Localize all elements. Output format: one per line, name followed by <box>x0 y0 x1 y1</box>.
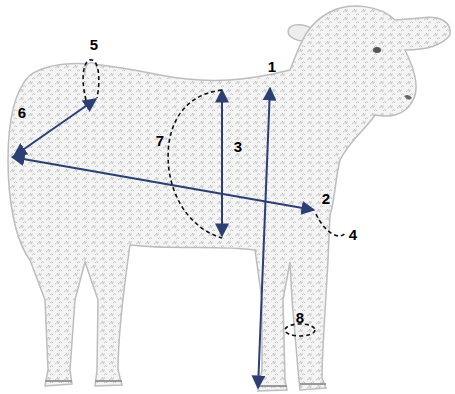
callout-number: 1 <box>262 58 282 76</box>
callout-number: 2 <box>316 190 336 208</box>
callout-number: 7 <box>150 132 170 150</box>
length-arrow <box>12 157 314 210</box>
callout-number: 3 <box>228 138 248 156</box>
rump-arrow <box>14 99 96 156</box>
heart-girth <box>168 90 222 238</box>
lamb-eye <box>373 47 381 53</box>
lamb-wool <box>8 6 450 391</box>
lamb-body <box>8 6 450 391</box>
callout-number: 5 <box>84 36 104 54</box>
lamb-hooves <box>45 381 326 386</box>
callout-number: 4 <box>343 226 363 244</box>
neck-girth <box>316 214 346 236</box>
tail-loop <box>83 60 99 100</box>
height-arrow <box>258 88 270 388</box>
callout-number: 8 <box>290 309 310 327</box>
lamb-nose <box>404 95 412 100</box>
callout-number: 6 <box>12 104 32 122</box>
depth-arrow <box>221 90 223 236</box>
